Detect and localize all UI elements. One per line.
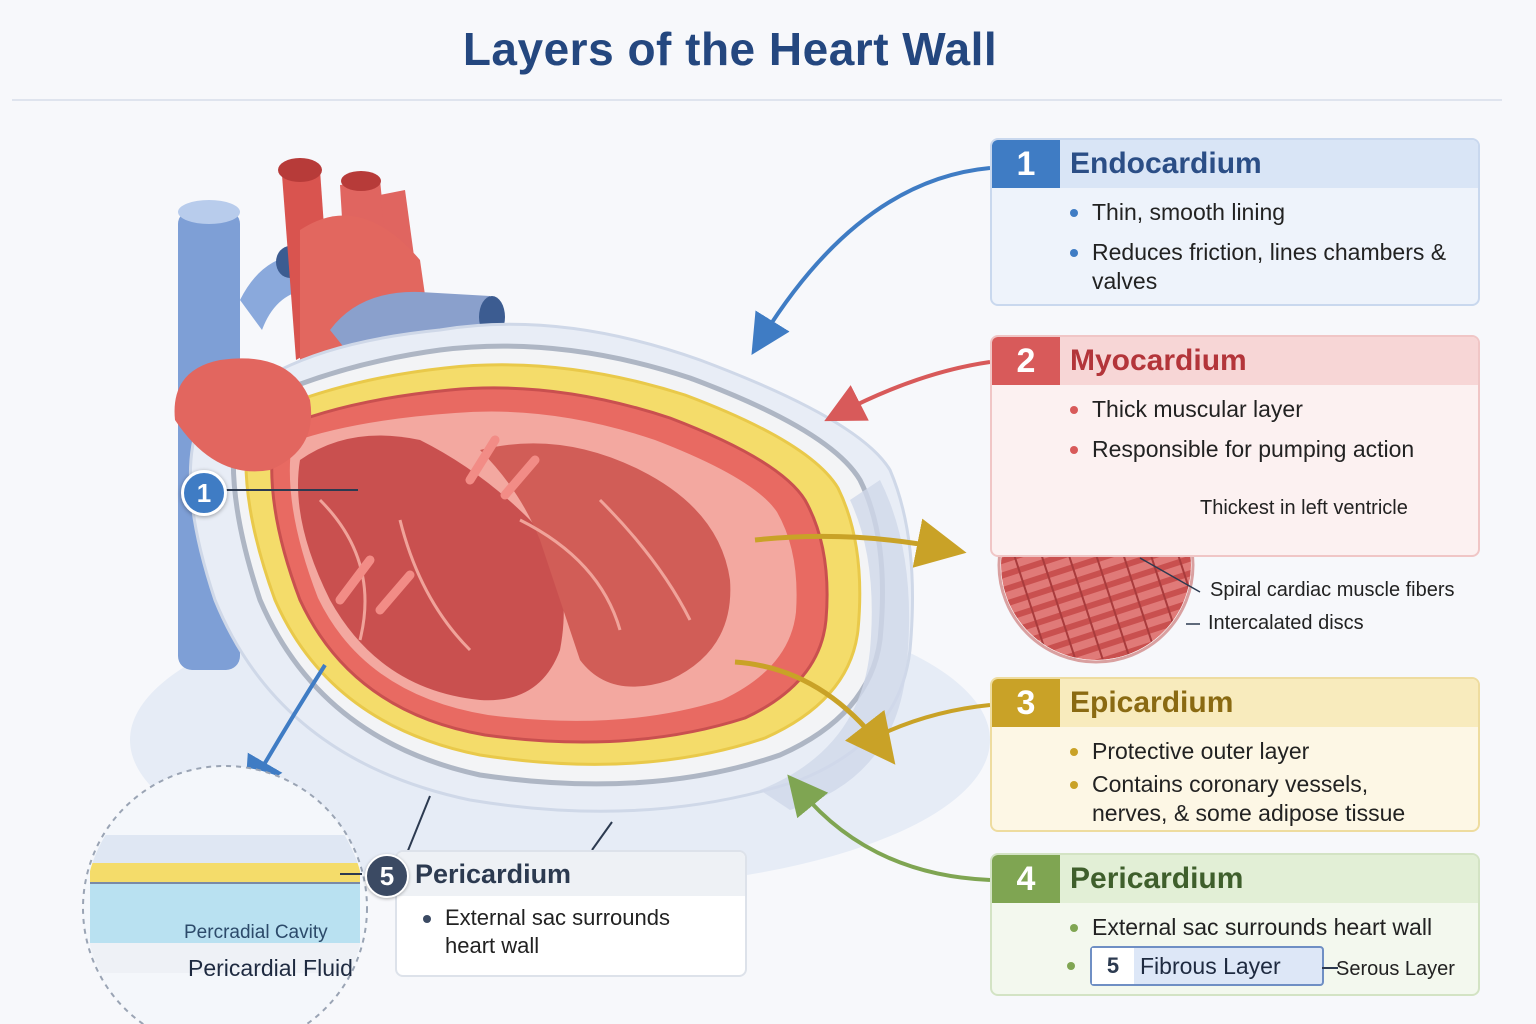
endocardium-header: 1 Endocardium	[992, 140, 1478, 188]
bullet-item: Responsible for pumping action	[1070, 435, 1448, 464]
bullet-item: Reduces friction, lines chambers & valve…	[1070, 239, 1447, 294]
bullet-item: Protective outer layer	[1070, 737, 1448, 766]
serous-layer-label: Serous Layer	[1336, 958, 1455, 980]
epicardium-bullets: Protective outer layer Contains coronary…	[992, 727, 1478, 828]
myocardium-bullets: Thick muscular layer Responsible for pum…	[992, 385, 1478, 464]
epicardium-header: 3 Epicardium	[992, 679, 1478, 727]
bullet-item: Contains coronary vessels, nerves, & som…	[1070, 770, 1448, 828]
pericardium-callout: Pericardium External sac surrounds heart…	[395, 850, 747, 977]
pericardium-inset	[82, 765, 368, 1024]
pericardium-callout-number: 5	[365, 854, 409, 898]
fibrous-layer-number: 5	[1092, 948, 1134, 984]
pericardium-number: 4	[992, 855, 1060, 903]
endocardium-arrow	[751, 166, 991, 355]
bullet-item: External sac surrounds heart wall	[1070, 913, 1448, 942]
epicardium-number: 3	[992, 679, 1060, 727]
myocardium-title: Myocardium	[1070, 344, 1247, 377]
epicardium-head-arrow	[859, 703, 991, 747]
callout-leader-a	[404, 795, 431, 859]
epicardium-title: Epicardium	[1070, 686, 1234, 719]
intercalated-discs-label: Intercalated discs	[1208, 612, 1364, 634]
spiral-fibers-label: Spiral cardiac muscle fibers	[1210, 579, 1455, 601]
bullet-item: Thick muscular layer	[1070, 395, 1448, 424]
epicardium-panel: 3 Epicardium Protective outer layer Cont…	[990, 677, 1480, 832]
epicardium-arrow	[734, 659, 896, 765]
callout-leader-b	[591, 821, 613, 851]
endocardium-bullets: Thin, smooth lining Reduces friction, li…	[992, 188, 1478, 296]
pericardium-arrow	[787, 774, 991, 882]
inset-arrow	[244, 663, 327, 798]
pericardial-fluid-label: Pericardial Fluid	[188, 955, 353, 981]
myocardium-panel: 2 Myocardium Thick muscular layer Respon…	[990, 335, 1480, 557]
pericardium-callout-title: Pericardium	[415, 859, 572, 889]
pericardium-panel: 4 Pericardium External sac surrounds hea…	[990, 853, 1480, 996]
myocardium-header: 2 Myocardium	[992, 337, 1478, 385]
thickest-left-ventricle-label: Thickest in left ventricle	[1200, 497, 1408, 519]
pericardium-callout-header: Pericardium	[397, 852, 745, 896]
pericardial-cavity-label: Percradial Cavity	[184, 922, 328, 943]
fibrous-bullet-dot	[1067, 962, 1075, 970]
endocardium-panel: 1 Endocardium Thin, smooth lining Reduce…	[990, 138, 1480, 306]
left-ventricle	[298, 435, 564, 701]
serous-leader	[1322, 967, 1338, 969]
endocardium-marker: 1	[181, 470, 227, 516]
title-divider	[12, 99, 1502, 101]
endocardium-number: 1	[992, 140, 1060, 188]
right-atrium	[174, 358, 312, 472]
pericardium-header: 4 Pericardium	[992, 855, 1478, 903]
fibrous-layer-box: 5 Fibrous Layer	[1090, 946, 1324, 986]
pericardium-title: Pericardium	[1070, 862, 1244, 895]
myocardium-detail-arrow	[754, 518, 967, 568]
flow-arrows	[335, 435, 540, 615]
fibrous-layer-label: Fibrous Layer	[1140, 953, 1281, 979]
bullet-item: Thin, smooth lining	[1070, 198, 1448, 227]
bullet-item: External sac surrounds heart wall	[423, 904, 725, 960]
endocardium-title: Endocardium	[1070, 147, 1262, 180]
pericardium-bullets: External sac surrounds heart wall	[992, 903, 1478, 942]
page-title: Layers of the Heart Wall	[462, 23, 998, 75]
myocardium-number: 2	[992, 337, 1060, 385]
pericardium-callout-bullets: External sac surrounds heart wall	[397, 896, 745, 960]
myocardium-arrow	[824, 360, 991, 422]
right-ventricle	[480, 443, 731, 687]
